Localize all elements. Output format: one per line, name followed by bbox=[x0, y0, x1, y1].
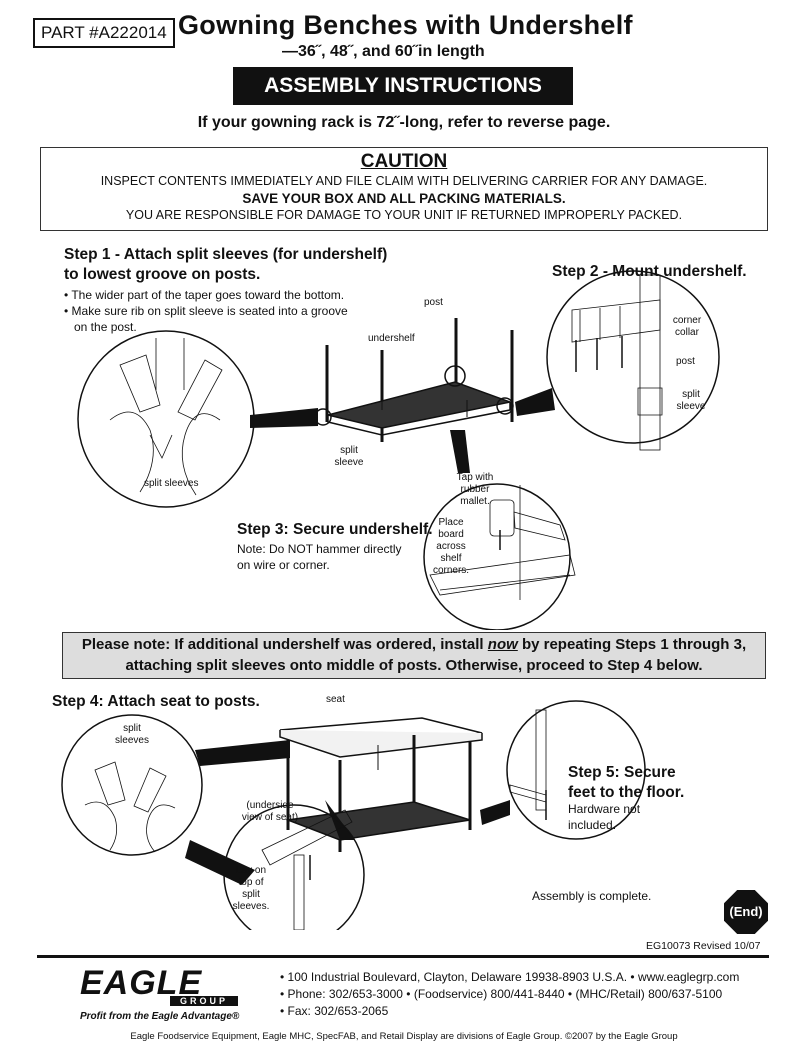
step1-connector bbox=[250, 408, 318, 428]
step3-note: Note: Do NOT hammer directly on wire or … bbox=[237, 541, 402, 573]
shelf-corner-drawing bbox=[571, 274, 663, 451]
step1-bullet-2: • Make sure rib on split sleeve is seate… bbox=[64, 304, 348, 318]
step2-zoom-marker bbox=[444, 365, 466, 387]
label-step2-split-sleeve: split sleeve bbox=[676, 389, 706, 412]
page-subtitle: —36˝, 48˝, and 60˝in length bbox=[282, 43, 485, 60]
caution-line-2: SAVE YOUR BOX AND ALL PACKING MATERIALS. bbox=[242, 191, 566, 206]
undershelf-drawing bbox=[325, 318, 514, 442]
steps-4-5-illustration bbox=[61, 700, 646, 930]
eagle-logo: EAGLE GROUP bbox=[80, 966, 260, 1010]
step3-title: Step 3: Secure undershelf. bbox=[237, 521, 433, 538]
label-lay-on: Lay on top of split sleeves. bbox=[232, 865, 270, 912]
footer-fax: • Fax: 302/653-2065 bbox=[280, 1004, 389, 1018]
caution-line-1: INSPECT CONTENTS IMMEDIATELY AND FILE CL… bbox=[100, 174, 708, 188]
mallet-drawing bbox=[429, 485, 576, 600]
step3-detail-circle bbox=[423, 483, 571, 630]
logo-text: EAGLE bbox=[80, 964, 203, 1002]
footer-phone: • Phone: 302/653-3000 • (Foodservice) 80… bbox=[280, 987, 723, 1001]
label-seat: seat bbox=[326, 694, 345, 705]
reverse-page-note: If your gowning rack is 72˝-long, refer … bbox=[197, 114, 611, 131]
label-tap-mallet: Tap with rubber mallet. bbox=[456, 472, 494, 507]
step4-connector bbox=[195, 740, 290, 766]
label-place-board: Place board across shelf corners. bbox=[432, 517, 470, 576]
step5-detail-circle bbox=[506, 700, 646, 840]
step1-bullet-1: • The wider part of the taper goes towar… bbox=[64, 288, 345, 302]
step2-title: Step 2 - Mount undershelf. bbox=[552, 263, 747, 280]
step3-zoom-marker bbox=[496, 397, 514, 415]
step2-connector bbox=[515, 388, 555, 416]
step3-note-line2: on wire or corner. bbox=[237, 558, 330, 572]
caution-line-3: YOU ARE RESPONSIBLE FOR DAMAGE TO YOUR U… bbox=[125, 208, 683, 222]
document-number: EG10073 Revised 10/07 bbox=[646, 940, 761, 952]
step1-bullets: • The wider part of the taper goes towar… bbox=[64, 287, 348, 335]
caution-box: CAUTION INSPECT CONTENTS IMMEDIATELY AND… bbox=[40, 147, 768, 231]
step1-zoom-marker bbox=[314, 408, 332, 426]
step4-arrow bbox=[185, 840, 255, 885]
step5-note-line1: Hardware not bbox=[568, 802, 641, 816]
caution-title: CAUTION bbox=[360, 151, 448, 172]
tagline: Profit from the Eagle Advantage® bbox=[80, 1011, 240, 1022]
assembly-complete: Assembly is complete. bbox=[532, 889, 652, 903]
step4-detail-circle bbox=[61, 714, 203, 856]
label-split-sleeves-2: split sleeves bbox=[115, 723, 149, 746]
step5-foot-drawing bbox=[509, 709, 547, 820]
hands-sleeves-drawing bbox=[109, 338, 223, 496]
label-split-sleeve-main: split sleeve bbox=[334, 445, 364, 468]
step5-title: Step 5: Secure feet to the floor. bbox=[568, 763, 684, 803]
footer-legal: Eagle Foodservice Equipment, Eagle MHC, … bbox=[130, 1031, 678, 1042]
label-undershelf: undershelf bbox=[368, 333, 415, 344]
label-underside-view: (underside view of seat) bbox=[241, 800, 299, 823]
step1-title: Step 1 - Attach split sleeves (for under… bbox=[64, 245, 387, 285]
step1-bullet-2-cont: on the post. bbox=[74, 320, 137, 334]
assembly-banner: ASSEMBLY INSTRUCTIONS bbox=[233, 67, 573, 105]
part-number: PART #A222014 bbox=[33, 18, 175, 48]
step5-title-line2: feet to the floor. bbox=[568, 784, 685, 801]
step2-detail-circle bbox=[546, 270, 720, 444]
label-corner-collar: corner collar bbox=[672, 315, 702, 338]
note-line-1: Please note: If additional undershelf wa… bbox=[63, 634, 765, 655]
additional-undershelf-note: Please note: If additional undershelf wa… bbox=[62, 632, 766, 679]
logo-group: GROUP bbox=[170, 996, 239, 1006]
step5-note-line2: included. bbox=[568, 818, 617, 832]
hands-sleeves-drawing-2 bbox=[84, 761, 176, 853]
note-line1-post: by repeating Steps 1 through 3, bbox=[517, 636, 747, 653]
bench-drawing bbox=[279, 717, 483, 852]
label-step2-post: post bbox=[676, 356, 695, 367]
step3-connector bbox=[450, 430, 470, 473]
step1-title-line1: Step 1 - Attach split sleeves (for under… bbox=[64, 246, 388, 263]
step5-title-line1: Step 5: Secure bbox=[568, 764, 676, 781]
step3-note-line1: Note: Do NOT hammer directly bbox=[237, 542, 402, 556]
label-post: post bbox=[424, 297, 443, 308]
page-title: Gowning Benches with Undershelf bbox=[178, 10, 633, 40]
underside-drawing bbox=[261, 809, 353, 930]
footer-address: • 100 Industrial Boulevard, Clayton, Del… bbox=[280, 970, 740, 984]
step1-title-line2: to lowest groove on posts. bbox=[64, 266, 261, 283]
label-split-sleeves-1: split sleeves bbox=[144, 478, 199, 489]
step5-note: Hardware not included. bbox=[568, 801, 640, 833]
steps-1-3-illustration bbox=[77, 270, 720, 630]
footer-rule bbox=[37, 955, 769, 958]
note-line-2: attaching split sleeves onto middle of p… bbox=[125, 657, 703, 674]
note-line1-pre: Please note: If additional undershelf wa… bbox=[81, 636, 488, 653]
step4-title: Step 4: Attach seat to posts. bbox=[52, 693, 260, 710]
note-line1-now: now bbox=[487, 636, 518, 653]
end-badge: (End) bbox=[724, 890, 768, 934]
step5-connector bbox=[480, 800, 510, 825]
